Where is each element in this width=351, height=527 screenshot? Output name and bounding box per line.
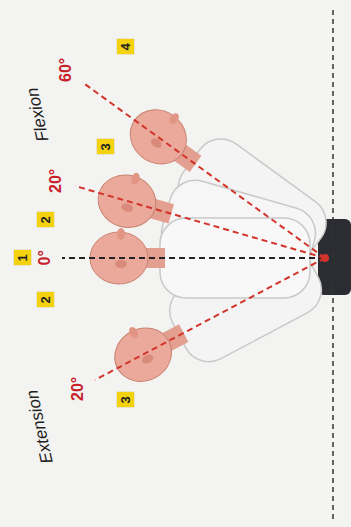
- motion-label: Extension: [22, 389, 57, 466]
- callout-text: 3: [98, 143, 113, 150]
- callout-text: 4: [118, 43, 133, 50]
- angle-label: 20°: [47, 169, 65, 193]
- callout-text: 2: [38, 216, 53, 223]
- neutral-line: [62, 257, 325, 259]
- callout-text: 3: [118, 396, 133, 403]
- callout-text: 2: [38, 296, 53, 303]
- callout-number: 2: [37, 292, 54, 307]
- angle-label: 20°: [69, 377, 87, 401]
- angle-label: 60°: [57, 58, 75, 82]
- angle-line: [75, 186, 325, 258]
- callout-number: 4: [117, 39, 134, 54]
- angle-line: [82, 82, 325, 258]
- pivot-dot: [321, 254, 329, 262]
- angle-label: 0°: [36, 250, 54, 265]
- motion-label: Flexion: [23, 86, 54, 144]
- callout-number: 3: [97, 139, 114, 154]
- callout-number: 3: [117, 392, 134, 407]
- callout-number: 1: [14, 250, 31, 265]
- baseline: [332, 8, 334, 519]
- callout-number: 2: [37, 212, 54, 227]
- callout-text: 1: [15, 254, 30, 261]
- angle-line: [95, 258, 325, 380]
